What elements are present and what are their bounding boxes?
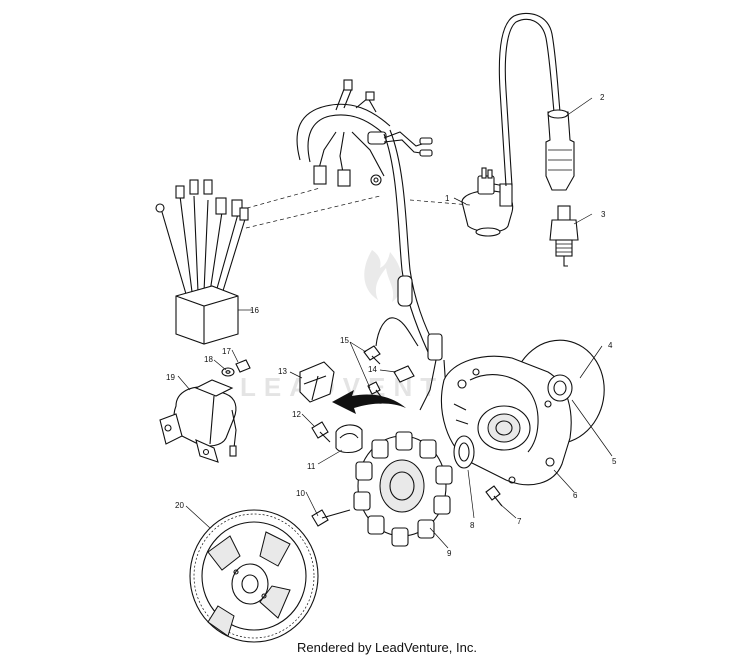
callout-11: 11	[307, 462, 316, 471]
stator-housing	[440, 339, 605, 507]
callout-10: 10	[296, 489, 305, 498]
render-credit: Rendered by LeadVenture, Inc.	[297, 640, 477, 655]
callout-6: 6	[573, 491, 578, 500]
spark-plug	[549, 205, 579, 267]
regulator-assembly	[159, 359, 251, 463]
callout-8: 8	[470, 521, 475, 530]
cdi-module	[155, 179, 252, 345]
callout-labels: 1 2 3 4 5 6 7 8 9 10 11 12 13 14 15 16 1…	[166, 93, 617, 558]
ignition-coil	[461, 12, 561, 237]
fasteners-and-clamps	[299, 317, 419, 454]
callout-17: 17	[222, 347, 231, 356]
callout-2: 2	[600, 93, 605, 102]
callout-1: 1	[445, 194, 450, 203]
callout-18: 18	[204, 355, 213, 364]
callout-5: 5	[612, 457, 617, 466]
flywheel	[189, 509, 319, 643]
spark-plug-cap	[545, 109, 575, 191]
callout-20: 20	[175, 501, 184, 510]
callout-3: 3	[601, 210, 606, 219]
callout-13: 13	[278, 367, 287, 376]
leader-lines	[177, 97, 613, 549]
wiring-harness	[239, 79, 471, 411]
callout-4: 4	[608, 341, 613, 350]
callout-15: 15	[340, 336, 349, 345]
stator	[311, 431, 453, 547]
callout-7: 7	[517, 517, 522, 526]
callout-19: 19	[166, 373, 175, 382]
callout-16: 16	[250, 306, 259, 315]
callout-14: 14	[368, 365, 377, 374]
callout-9: 9	[447, 549, 452, 558]
callout-12: 12	[292, 410, 301, 419]
